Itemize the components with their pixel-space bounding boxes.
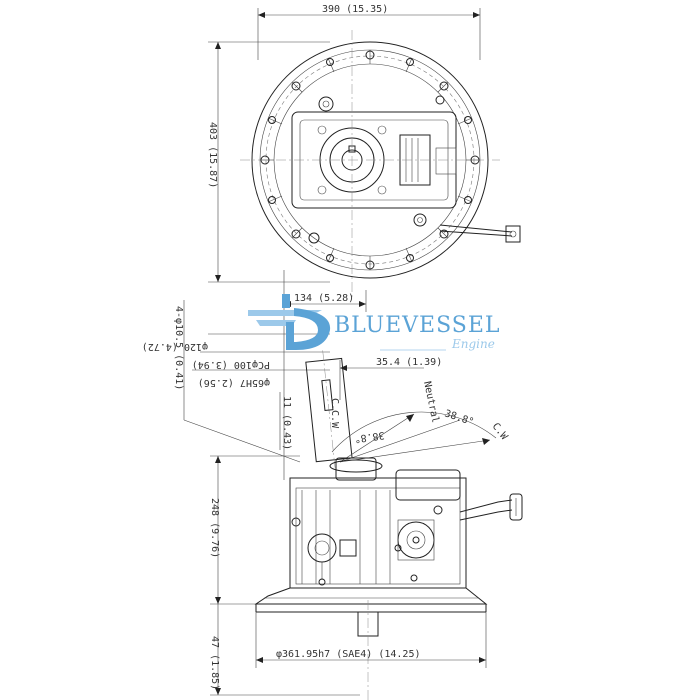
label-neutral: Neutral [421, 380, 441, 424]
dim-flange-diameter: φ361.95h7 (SAE4) (14.25) [276, 649, 421, 660]
flange-bolt-holes [260, 50, 480, 270]
anchor-logo-icon [248, 294, 331, 350]
dim-shaft-11: 11 (0.43) [281, 396, 292, 450]
dim-pcd-100: PCφ100 (3.94) [192, 359, 270, 370]
dim-width-top: 390 (15.35) [322, 4, 388, 15]
label-cw: C.W [490, 421, 510, 443]
top-view: 390 (15.35) 403 (15.87) [207, 4, 521, 300]
brand-logo: BLUEVESSEL Engine [248, 294, 501, 351]
side-view: 134 (5.28) φ120 (4.72) PCφ100 (3.94) φ65… [142, 270, 523, 700]
logo-brand-text: BLUEVESSEL [334, 313, 501, 338]
dim-offset-134: 134 (5.28) [294, 293, 354, 304]
dim-offset-35: 35.4 (1.39) [376, 357, 442, 368]
logo-tagline: Engine [451, 337, 495, 351]
label-angle-right: 38.8° [443, 408, 475, 428]
dim-pcd-120: φ120 (4.72) [142, 341, 208, 352]
label-angle-left: 38.8° [354, 429, 385, 444]
dim-height-top: 403 (15.87) [207, 122, 218, 188]
dim-spigot: φ65H7 (2.56) [198, 377, 270, 388]
dim-height-47: 47 (1.85) [209, 636, 220, 690]
dim-height-248: 248 (9.76) [209, 498, 220, 558]
label-ccw: C.C.W [329, 398, 340, 429]
dim-bolt-holes: 4-φ10.5 (0.41) [173, 306, 184, 390]
